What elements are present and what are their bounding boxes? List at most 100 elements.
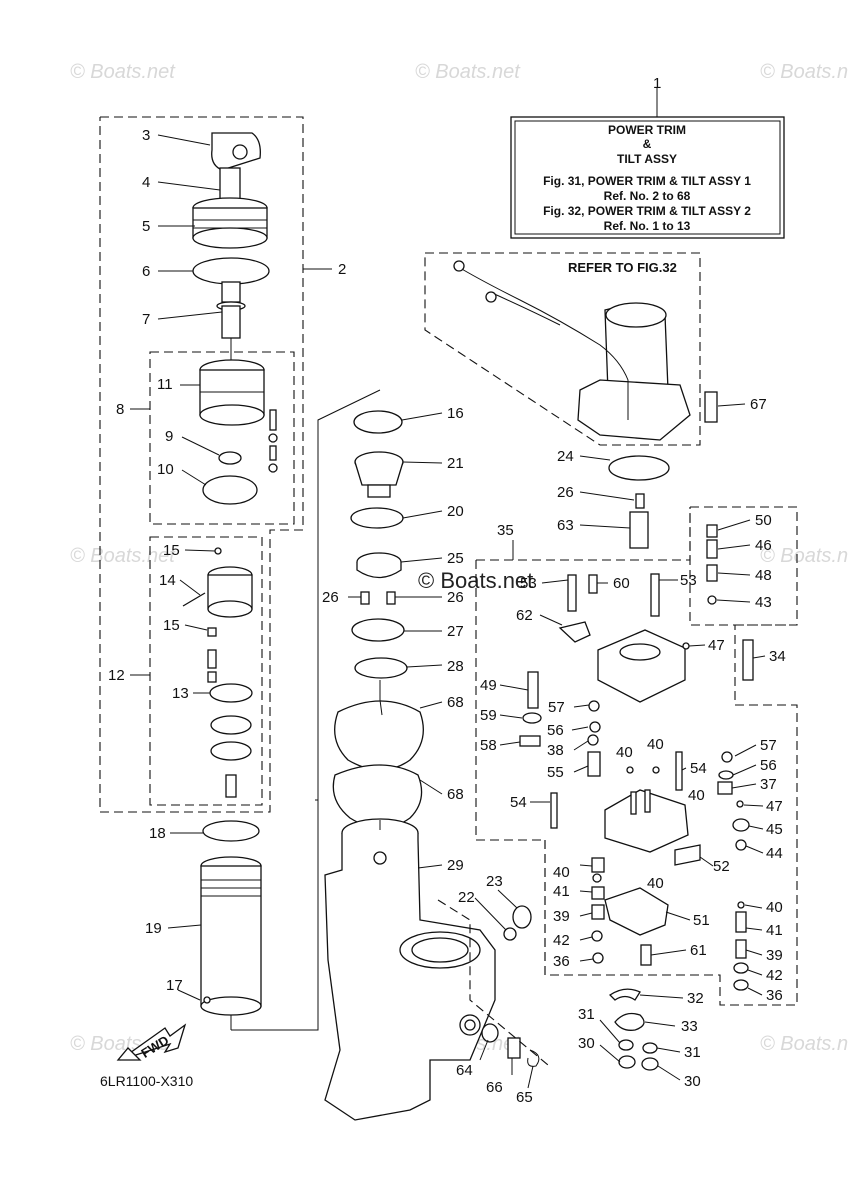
callout-40: 40 <box>647 736 664 753</box>
title-box: POWER TRIM & TILT ASSY Fig. 31, POWER TR… <box>510 88 785 239</box>
callout-40: 40 <box>553 864 570 881</box>
title-line: POWER TRIM <box>608 123 686 137</box>
callout-21: 21 <box>447 455 464 472</box>
callout-49: 49 <box>480 677 497 694</box>
callout-56: 56 <box>760 757 777 774</box>
callout-68: 68 <box>447 694 464 711</box>
callout-63: 63 <box>557 517 574 534</box>
callout-38: 38 <box>547 742 564 759</box>
callout-6: 6 <box>142 263 150 280</box>
watermark: © Boats.net <box>415 61 521 83</box>
callout-15: 15 <box>163 617 180 634</box>
callout-56: 56 <box>547 722 564 739</box>
callout-68: 68 <box>447 786 464 803</box>
callout-62: 62 <box>516 607 533 624</box>
callout-33: 33 <box>681 1018 698 1035</box>
tilt-cylinder-parts <box>182 132 381 1031</box>
callout-22: 22 <box>458 889 475 906</box>
callout-54: 54 <box>690 760 707 777</box>
callout-42: 42 <box>553 932 570 949</box>
refer-note: REFER TO FIG.32 <box>568 260 677 275</box>
callout-8: 8 <box>116 401 124 418</box>
callout-40: 40 <box>688 787 705 804</box>
title-line: TILT ASSY <box>617 152 677 166</box>
callout-58: 58 <box>480 737 497 754</box>
callout-25: 25 <box>447 550 464 567</box>
callout-61: 61 <box>690 942 707 959</box>
callout-28: 28 <box>447 658 464 675</box>
callout-18: 18 <box>149 825 166 842</box>
callout-3: 3 <box>142 127 150 144</box>
callout-26: 26 <box>557 484 574 501</box>
callout-57: 57 <box>760 737 777 754</box>
callout-39: 39 <box>553 908 570 925</box>
callout-45: 45 <box>766 821 783 838</box>
callout-59: 59 <box>480 707 497 724</box>
callout-14: 14 <box>159 572 176 589</box>
callout-46: 46 <box>755 537 772 554</box>
callout-30: 30 <box>684 1073 701 1090</box>
callout-labels: 1 2 3 4 5 6 7 8 9 10 11 12 13 14 15 15 1… <box>108 75 786 1106</box>
title-line: Fig. 31, POWER TRIM & TILT ASSY 1 <box>543 174 751 188</box>
callout-66: 66 <box>486 1079 503 1096</box>
callout-5: 5 <box>142 218 150 235</box>
callout-65: 65 <box>516 1089 533 1106</box>
callout-31: 31 <box>684 1044 701 1061</box>
callout-29: 29 <box>447 857 464 874</box>
callout-13: 13 <box>172 685 189 702</box>
callout-52: 52 <box>713 858 730 875</box>
callout-41: 41 <box>553 883 570 900</box>
callout-64: 64 <box>456 1062 473 1079</box>
callout-47: 47 <box>766 798 783 815</box>
callout-2: 2 <box>338 261 346 278</box>
callout-11: 11 <box>157 376 173 393</box>
watermark: © Boats.net <box>760 61 848 83</box>
callout-35: 35 <box>497 522 514 539</box>
title-line: Ref. No. 2 to 68 <box>604 189 691 203</box>
callout-40: 40 <box>616 744 633 761</box>
pump-parts <box>519 455 754 1071</box>
callout-9: 9 <box>165 428 173 445</box>
watermark: © Boats.net <box>760 1033 848 1055</box>
callout-31: 31 <box>578 1006 595 1023</box>
callout-32: 32 <box>687 990 704 1007</box>
watermark: © Boats.net <box>70 545 176 567</box>
callout-44: 44 <box>766 845 783 862</box>
callout-43: 43 <box>755 594 772 611</box>
callout-23: 23 <box>486 873 503 890</box>
group-outlines <box>99 116 798 1006</box>
callout-37: 37 <box>760 776 777 793</box>
diagram-code: 6LR1100-X310 <box>100 1073 193 1089</box>
callout-40: 40 <box>647 875 664 892</box>
callout-41: 41 <box>766 922 783 939</box>
callout-12: 12 <box>108 667 125 684</box>
callout-42: 42 <box>766 967 783 984</box>
callout-67: 67 <box>750 396 767 413</box>
callout-24: 24 <box>557 448 574 465</box>
title-line: Fig. 32, POWER TRIM & TILT ASSY 2 <box>543 204 751 218</box>
callout-16: 16 <box>447 405 464 422</box>
title-line: Ref. No. 1 to 13 <box>604 219 691 233</box>
callout-54: 54 <box>510 794 527 811</box>
watermark: © Boats.net <box>760 545 848 567</box>
callout-48: 48 <box>755 567 772 584</box>
callout-53: 53 <box>680 572 697 589</box>
callout-10: 10 <box>157 461 174 478</box>
title-line: & <box>643 137 652 151</box>
callout-57: 57 <box>548 699 565 716</box>
center-parts <box>315 410 549 1121</box>
callout-60: 60 <box>613 575 630 592</box>
callout-39: 39 <box>766 947 783 964</box>
callout-47: 47 <box>708 637 725 654</box>
callout-15: 15 <box>163 542 180 559</box>
callout-50: 50 <box>755 512 772 529</box>
callout-36: 36 <box>766 987 783 1004</box>
watermark: © Boats.net <box>70 61 176 83</box>
callout-7: 7 <box>142 311 150 328</box>
callout-1: 1 <box>653 75 661 92</box>
callout-20: 20 <box>447 503 464 520</box>
motor-assembly <box>453 260 718 441</box>
callout-26: 26 <box>322 589 339 606</box>
callout-34: 34 <box>769 648 786 665</box>
